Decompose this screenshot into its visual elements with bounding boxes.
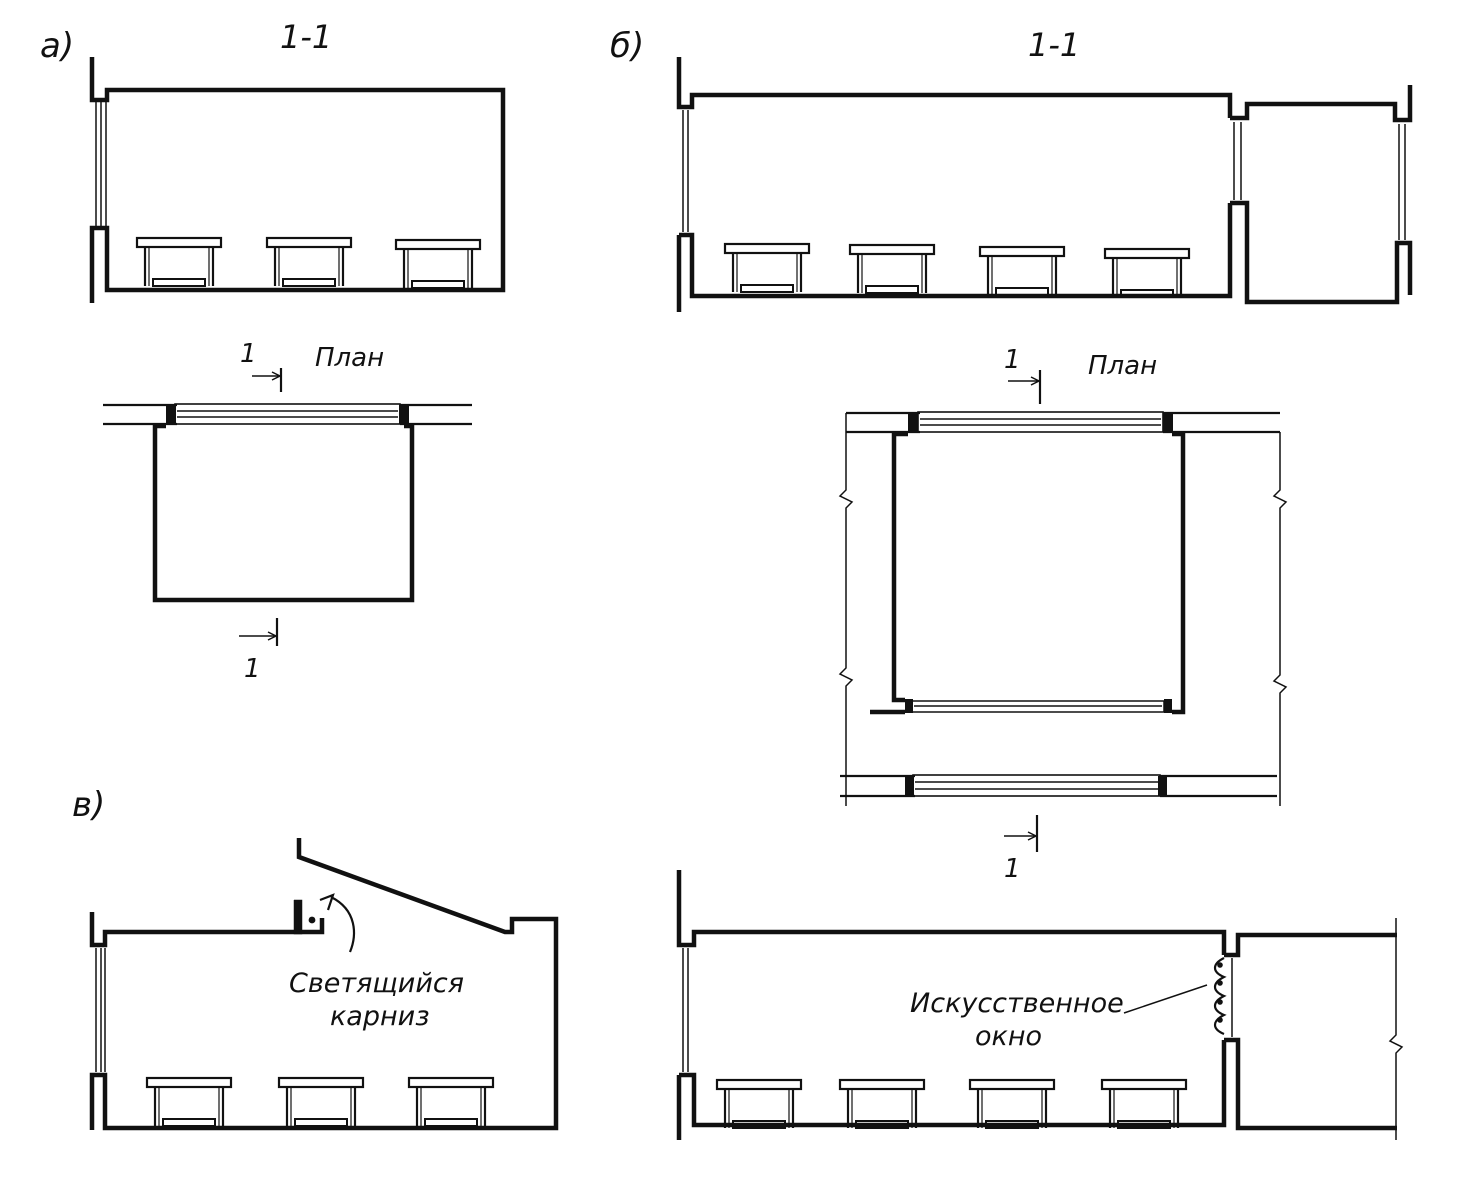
figure-a-plan-title: План <box>315 343 384 373</box>
figure-v-right-section: Искусственное окно <box>676 870 1404 1140</box>
figure-b-cut-bottom-label: 1 <box>1004 854 1021 884</box>
desk <box>1100 1078 1188 1130</box>
figure-a-plan: План 1 1 <box>103 339 472 684</box>
figure-a-cut-top-label: 1 <box>240 339 257 369</box>
figure-a: а) 1-1 План 1 <box>40 18 506 684</box>
desk <box>848 243 936 295</box>
desk <box>407 1076 495 1128</box>
figure-b-plan-title: План <box>1088 351 1157 381</box>
desk <box>394 238 482 290</box>
figure-v: в) Светящийся карниз <box>72 785 1404 1140</box>
desk <box>265 236 353 288</box>
figure-b-plan: План 1 <box>838 345 1288 884</box>
cornice-label-line1: Светящийся <box>289 968 464 999</box>
desk <box>145 1076 233 1128</box>
artificial-window-icon <box>1213 957 1227 1036</box>
figure-b: б) 1-1 План 1 <box>610 26 1413 884</box>
figure-b-section-title: 1-1 <box>1028 26 1080 64</box>
figure-a-section <box>89 57 506 303</box>
figure-v-letter: в) <box>72 785 105 825</box>
desk <box>715 1078 803 1130</box>
figure-b-letter: б) <box>610 26 644 66</box>
figure-a-letter: а) <box>40 26 74 66</box>
desk <box>1103 247 1191 299</box>
desk <box>968 1078 1056 1130</box>
desk <box>838 1078 926 1130</box>
desk <box>978 245 1066 297</box>
cornice-lamp-icon <box>308 916 316 924</box>
figure-v-left-section: Светящийся карниз <box>89 838 559 1131</box>
figure-a-cut-bottom-label: 1 <box>244 654 261 684</box>
desk <box>277 1076 365 1128</box>
cornice-label-line2: карниз <box>330 1001 430 1032</box>
figure-b-section <box>676 57 1413 312</box>
figure-b-cut-top-label: 1 <box>1004 345 1021 375</box>
artificial-window-label-line2: окно <box>975 1021 1042 1052</box>
figure-a-section-title: 1-1 <box>280 18 332 56</box>
artificial-window-label-line1: Искусственное <box>910 988 1124 1019</box>
desk <box>135 236 223 288</box>
desk <box>723 242 811 294</box>
